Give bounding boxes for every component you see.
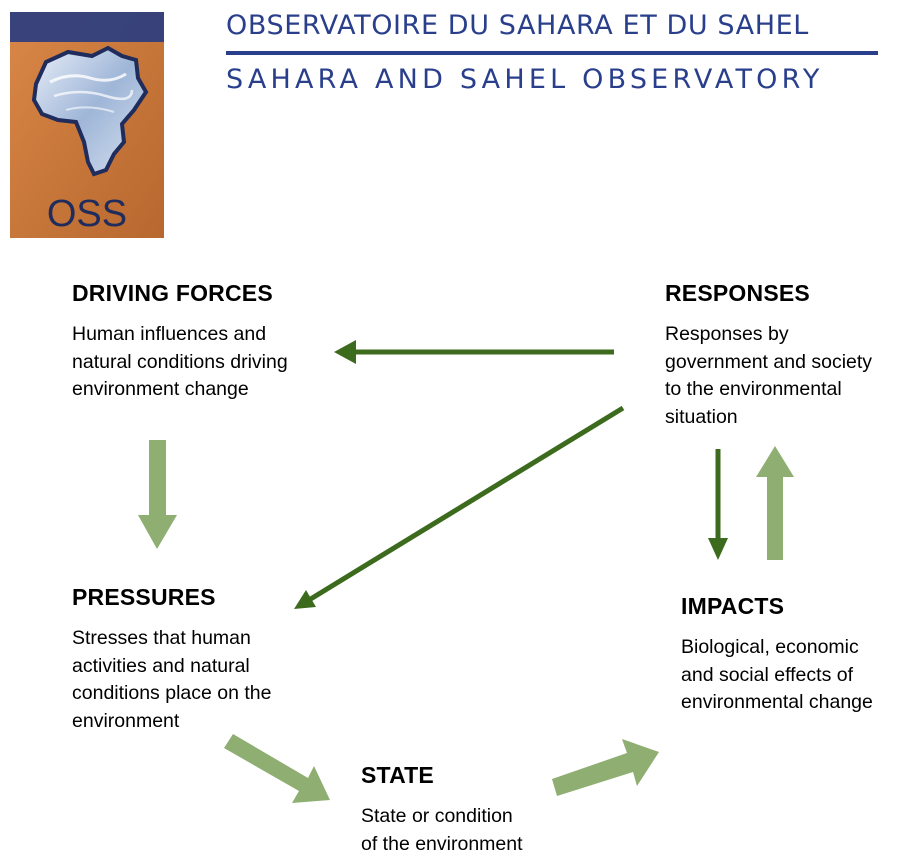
arrow-responses-to-pressures [294, 405, 625, 609]
responses-box: RESPONSES Responses by government and so… [665, 280, 904, 431]
org-title-english: SAHARA AND SAHEL OBSERVATORY [226, 64, 824, 95]
org-title-french: OBSERVATOIRE DU SAHARA ET DU SAHEL [226, 10, 809, 41]
state-description: State or condition of the environment [361, 805, 523, 855]
state-title: STATE [361, 762, 434, 788]
arrow-state-to-impacts [552, 739, 659, 796]
header-divider [226, 51, 878, 55]
logo-text: OSS [47, 193, 127, 235]
responses-title: RESPONSES [665, 280, 810, 306]
arrow-responses-to-impacts [708, 449, 728, 560]
arrow-driving-forces-to-pressures [138, 440, 177, 549]
oss-logo: OSS [10, 12, 164, 238]
pressures-description: Stresses that human activities and natur… [72, 627, 272, 732]
state-box: STATE State or condition of the environm… [361, 762, 581, 858]
driving-forces-box: DRIVING FORCES Human influences and natu… [72, 280, 352, 404]
arrow-pressures-to-state [224, 734, 330, 803]
driving-forces-description: Human influences and natural conditions … [72, 323, 288, 400]
impacts-box: IMPACTS Biological, economic and social … [681, 593, 904, 717]
arrow-responses-to-driving-forces [334, 340, 614, 364]
pressures-title: PRESSURES [72, 584, 216, 610]
impacts-title: IMPACTS [681, 593, 785, 619]
impacts-description: Biological, economic and social effects … [681, 636, 873, 713]
driving-forces-title: DRIVING FORCES [72, 280, 273, 306]
pressures-box: PRESSURES Stresses that human activities… [72, 584, 352, 735]
arrow-impacts-to-responses [756, 446, 794, 560]
responses-description: Responses by government and society to t… [665, 323, 873, 428]
